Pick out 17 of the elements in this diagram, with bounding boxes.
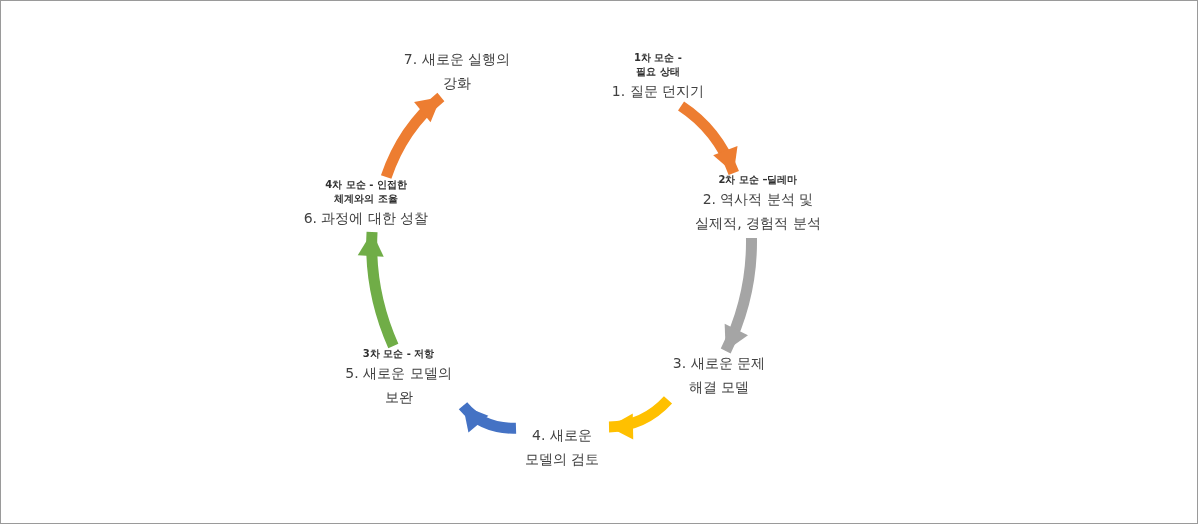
cycle-arrow: [608, 396, 672, 439]
stage-label: 1. 질문 던지기: [610, 82, 706, 101]
stage-heading: 4차 모순 - 인접한 체계와의 조율: [324, 178, 408, 206]
stage-label: 5. 새로운 모델의 보완: [344, 364, 453, 407]
stage-heading: 3차 모순 - 저항: [361, 347, 436, 361]
stage-label: 3. 새로운 문제 해결 모델: [671, 354, 767, 397]
stage-label: 6. 과정에 대한 성찰: [302, 209, 430, 228]
stage-heading: 2차 모순 –딜레마: [717, 173, 799, 187]
stage-label: 7. 새로운 실행의 강화: [402, 50, 512, 93]
stage-heading: 1차 모순 -필요 상태: [632, 51, 684, 79]
stage-label: 4. 새로운: [531, 426, 593, 445]
cycle-arrow: [720, 238, 757, 354]
cycle-arrow: [677, 101, 739, 176]
cycle-arrow: [358, 231, 399, 349]
cycle-arrow: [381, 92, 445, 179]
stage-label: 모델의 검토: [523, 450, 601, 469]
stage-label: 2. 역사적 분석 및 실제적, 경험적 분석: [694, 190, 822, 233]
